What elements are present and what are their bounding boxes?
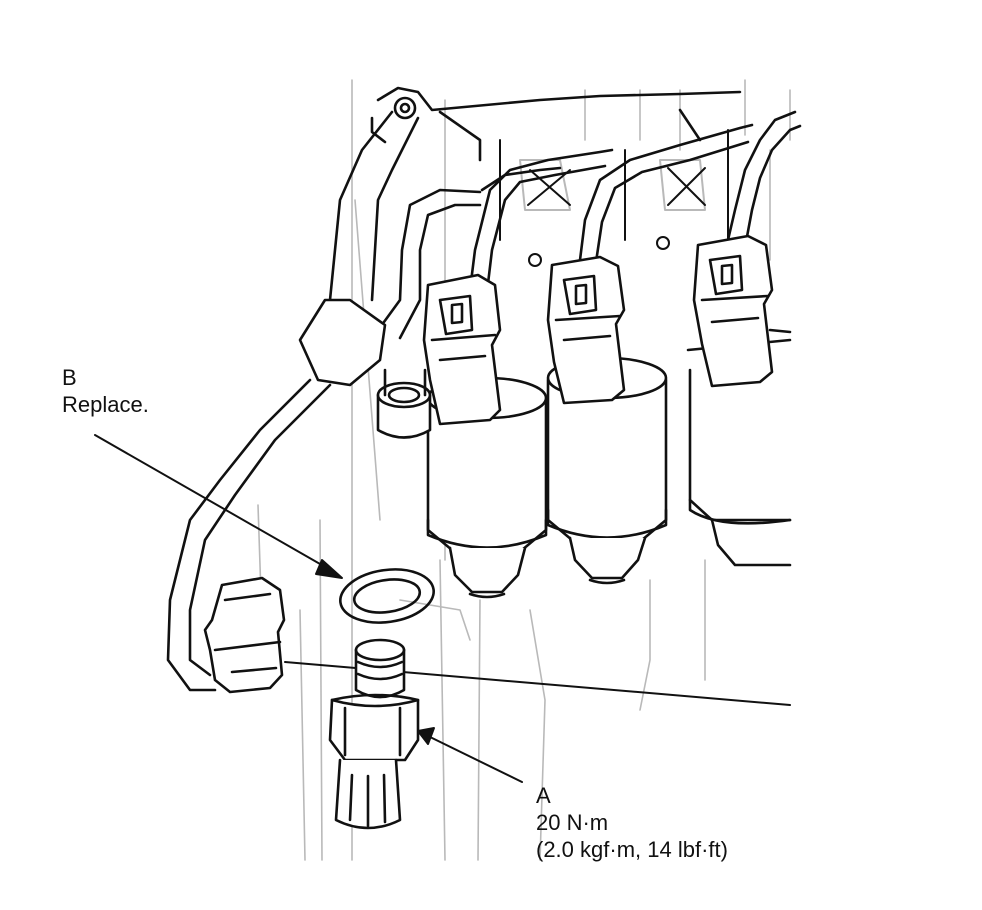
sensor-connector xyxy=(203,576,286,694)
intake-runners xyxy=(499,129,729,267)
callout-a-torque: 20 N·m xyxy=(536,810,609,835)
callout-b-letter: B xyxy=(62,365,77,390)
sensor-a xyxy=(328,638,420,830)
leader-line-a xyxy=(417,727,523,783)
injector-3 xyxy=(686,338,792,567)
fuel-fitting xyxy=(376,368,432,439)
callout-a-torque-alt: (2.0 kgf·m, 14 lbf·ft) xyxy=(536,837,728,862)
injector-connector-2 xyxy=(546,255,626,405)
callout-b-note: Replace. xyxy=(62,392,149,417)
callout-a-letter: A xyxy=(536,783,551,808)
leader-line-b xyxy=(94,434,343,579)
injector-connector-3 xyxy=(692,234,792,388)
sealing-washer-b xyxy=(339,568,435,624)
injector-connector-1 xyxy=(422,273,502,426)
callout-a-label: A 20 N·m (2.0 kgf·m, 14 lbf·ft) xyxy=(536,782,728,863)
injector-wires xyxy=(468,110,802,294)
fuel-rail xyxy=(370,86,742,162)
callout-b-label: B Replace. xyxy=(62,364,149,418)
wire-harness xyxy=(166,110,562,692)
